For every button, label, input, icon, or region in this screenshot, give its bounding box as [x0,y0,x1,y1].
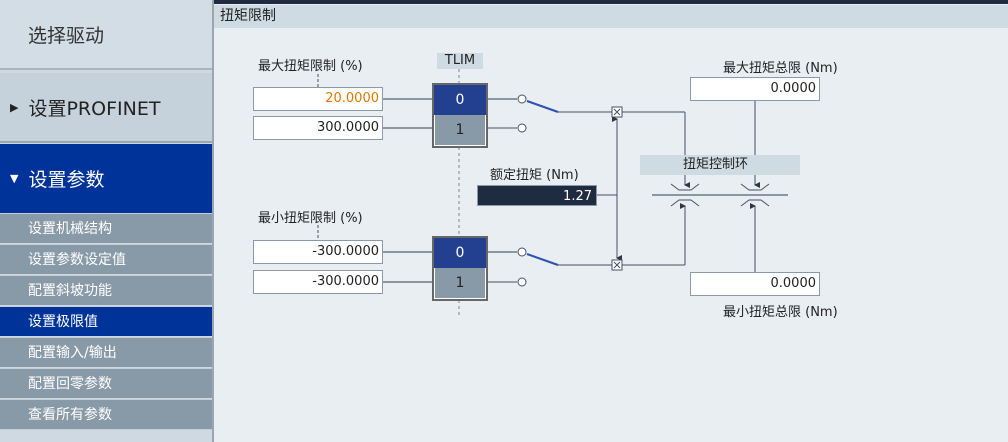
max-limit-input-1[interactable]: 300.0000 [253,116,383,140]
rated-torque-label: 额定扭矩 (Nm) [490,168,579,183]
rated-torque-value: 1.27 [477,185,597,206]
option-0[interactable]: 0 [434,238,486,268]
chevron-right-icon: ▶ [10,100,19,114]
subnav-item[interactable]: 配置斜坡功能 [0,275,212,305]
chevron-down-icon: ▼ [10,172,19,185]
section-header: 扭矩限制 [214,5,1008,28]
option-0[interactable]: 0 [434,85,486,115]
nav-label: 设置参数 [28,169,105,191]
option-1[interactable]: 1 [455,275,465,291]
min-limit-input-0[interactable]: -300.0000 [253,240,383,264]
min-total-input[interactable]: 0.0000 [690,272,820,296]
min-limit-selector[interactable]: 0 1 [432,236,488,301]
min-total-label: 最小扭矩总限 (Nm) [723,305,838,320]
max-limit-selector[interactable]: 0 1 [432,83,488,148]
nav-label: 设置PROFINET [28,97,161,120]
max-limit-label: 最大扭矩限制 (%) [258,59,363,74]
max-limit-input-0[interactable]: 20.0000 [253,87,383,111]
nav-setup-profinet[interactable]: ▶ 设置PROFINET [0,73,212,143]
subnav-item[interactable]: 配置回零参数 [0,368,212,398]
option-1[interactable]: 1 [455,122,465,138]
min-limit-input-1[interactable]: -300.0000 [253,270,383,294]
tlim-label: TLIM [437,53,483,69]
subnav-item[interactable]: 设置参数设定值 [0,244,212,274]
nav-label: 选择驱动 [28,24,105,47]
max-total-input[interactable]: 0.0000 [690,77,820,101]
subnav-item[interactable]: 查看所有参数 [0,399,212,430]
nav-setup-params[interactable]: ▼ 设置参数 [0,144,212,213]
sidebar: 选择驱动 ▶ 设置PROFINET ▼ 设置参数 设置机械结构 设置参数设定值 配置… [0,0,214,442]
nav-select-drive[interactable]: 选择驱动 [0,0,212,70]
torque-loop-label: 扭矩控制环 [640,155,800,175]
max-total-label: 最大扭矩总限 (Nm) [723,61,838,76]
subnav-item-selected[interactable]: 设置极限值 [0,306,212,336]
min-limit-label: 最小扭矩限制 (%) [258,211,363,226]
top-bar [214,0,1008,4]
subnav-item[interactable]: 设置机械结构 [0,213,212,243]
subnav-item[interactable]: 配置输入/输出 [0,337,212,367]
